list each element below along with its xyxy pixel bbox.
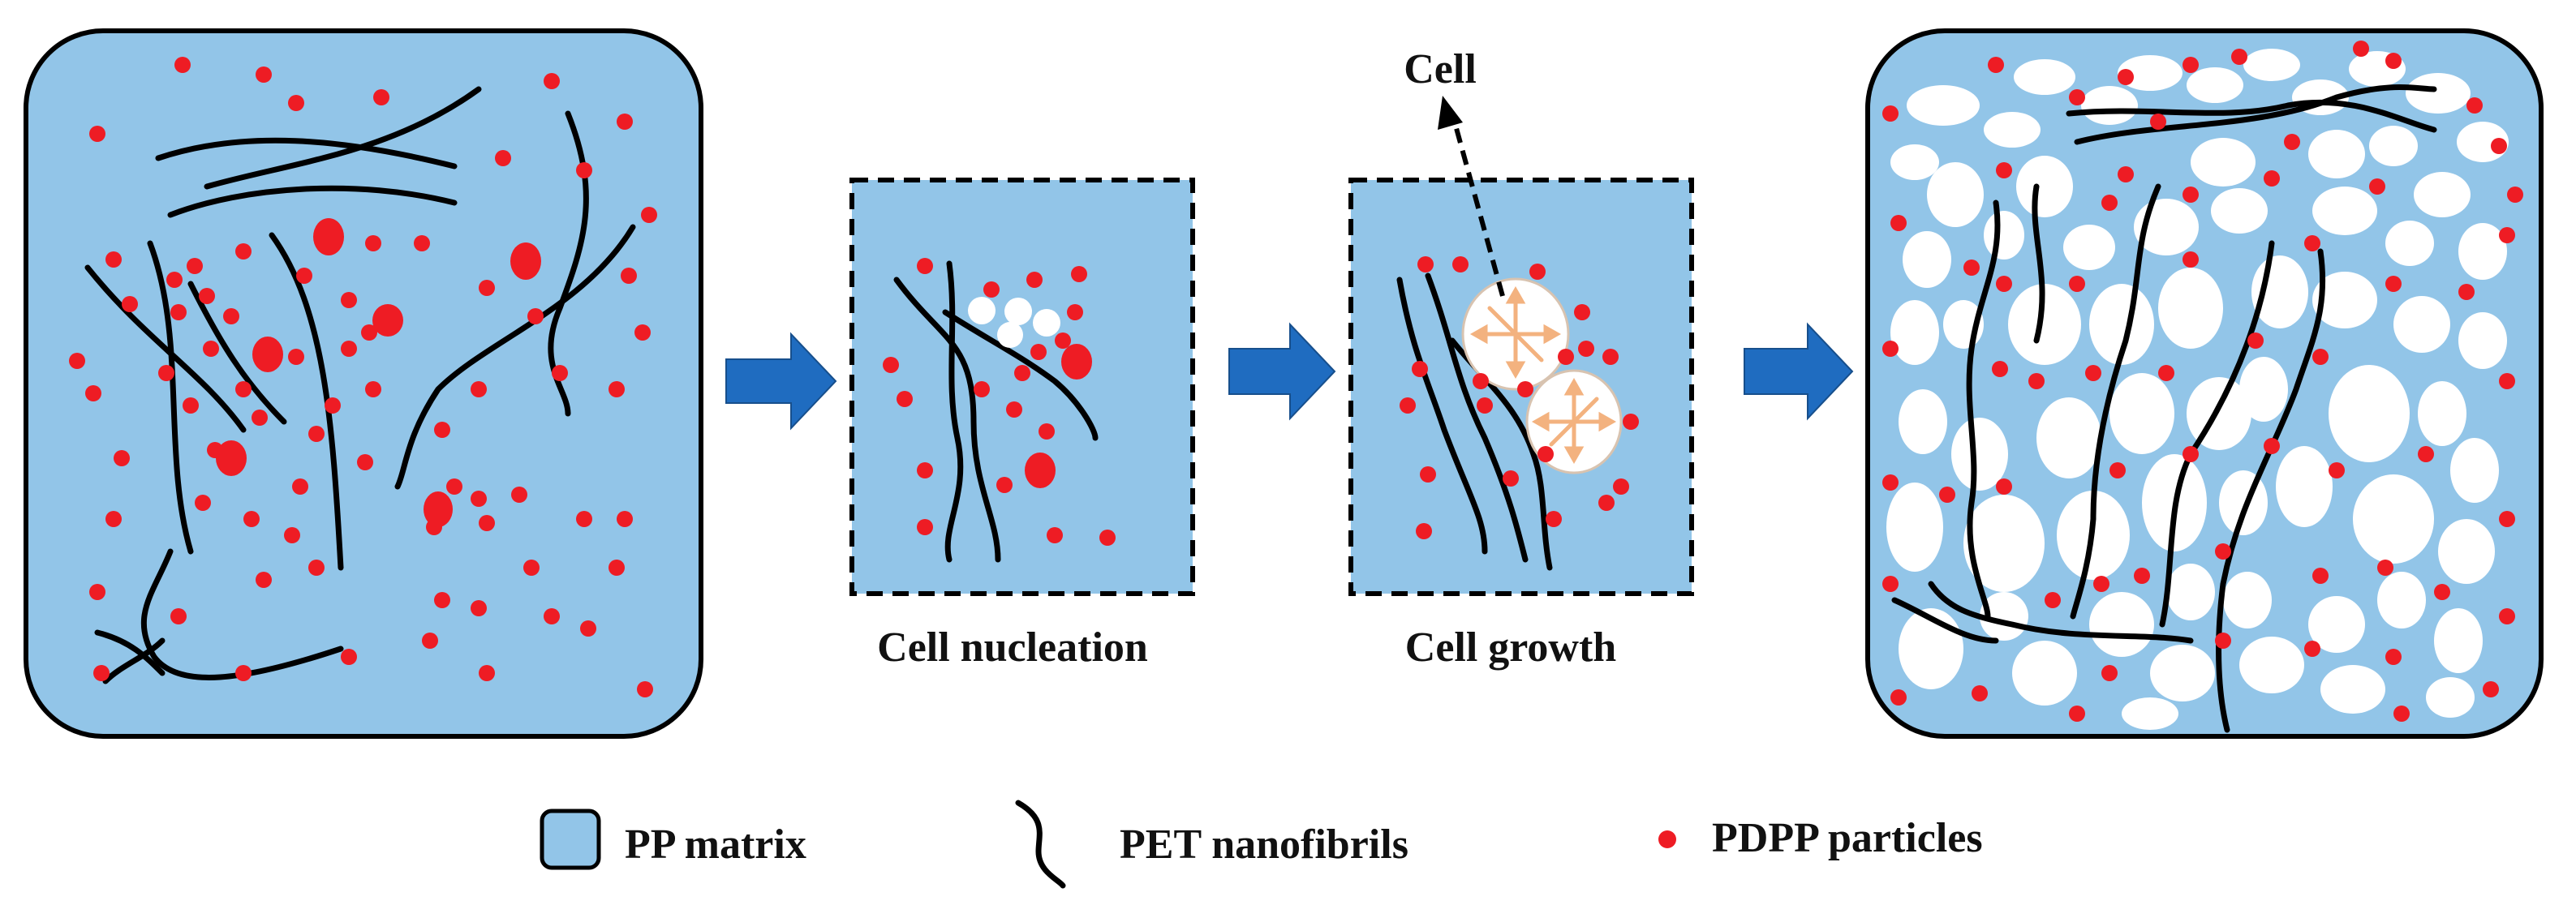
label-cell-growth: Cell growth: [1405, 624, 1617, 671]
panel-cell-growth: [1348, 96, 1694, 596]
legend-label-pet-nanofibrils: PET nanofibrils: [1120, 821, 1408, 868]
nanofibril-swatch-icon: [1015, 800, 1066, 889]
legend-item-pdpp-particles: PDPP particles: [1658, 815, 1983, 861]
legend-label-pdpp-particles: PDPP particles: [1712, 815, 1983, 861]
panel-cell-nucleation: [849, 178, 1195, 596]
pdpp-particles: [69, 57, 657, 697]
panel-initial-composite: [24, 28, 703, 739]
panel-foamed-composite: [1865, 28, 2544, 739]
legend: PP matrix PET nanofibrils PDPP particles: [540, 800, 1983, 889]
legend-item-pp-matrix: PP matrix: [540, 809, 806, 870]
pp-matrix-swatch-icon: [540, 809, 601, 870]
pp-matrix-block: [24, 28, 703, 739]
process-arrow-icon: [1228, 322, 1336, 421]
foam-cells: [1886, 49, 2509, 730]
pet-nanofibrils: [84, 86, 636, 684]
process-arrow-icon: [725, 332, 837, 431]
legend-label-pp-matrix: PP matrix: [625, 821, 806, 868]
label-cell: Cell: [1404, 46, 1477, 92]
legend-item-pet-nanofibrils: PET nanofibrils: [1015, 800, 1408, 889]
nucleated-cells: [968, 297, 1060, 348]
growth-arrows-icon: [1469, 285, 1617, 465]
cell-pointer-icon: [1450, 113, 1505, 297]
label-cell-nucleation: Cell nucleation: [877, 624, 1148, 671]
process-arrow-icon: [1744, 322, 1854, 421]
growing-cells: [1461, 277, 1623, 474]
particle-swatch-icon: [1658, 830, 1676, 848]
